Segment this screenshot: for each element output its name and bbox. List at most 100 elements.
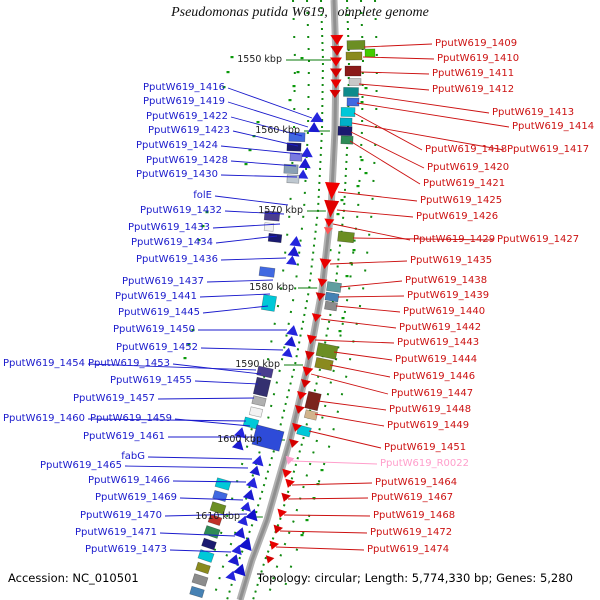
gene-label[interactable]: PputW619_1461 — [82, 431, 165, 442]
gene-label[interactable]: PputW619_1432 — [139, 205, 222, 216]
gene-arrow-reverse[interactable] — [242, 488, 257, 501]
gene-arrow-forward[interactable] — [280, 468, 292, 479]
gene-box[interactable] — [214, 477, 232, 491]
gene-label[interactable]: PputW619_1417 — [507, 144, 590, 155]
gene-arrow-reverse[interactable] — [289, 235, 302, 247]
gene-arrow-reverse[interactable] — [286, 255, 298, 266]
gene-box[interactable] — [189, 585, 205, 599]
gene-arrow-reverse[interactable] — [287, 245, 300, 257]
gene-arrow-reverse[interactable] — [245, 476, 260, 489]
gene-label[interactable]: PputW619_1465 — [39, 460, 122, 471]
gene-label[interactable]: PputW619_1411 — [432, 68, 515, 79]
gene-label[interactable]: PputW619_1474 — [367, 544, 450, 555]
gene-arrow-forward[interactable] — [267, 540, 280, 552]
gene-arrow-reverse[interactable] — [281, 347, 295, 358]
gene-arrow-forward[interactable] — [314, 292, 326, 301]
gene-box[interactable] — [201, 537, 217, 551]
gene-box[interactable] — [197, 549, 215, 563]
gene-label[interactable]: PputW619_1460 — [2, 413, 85, 424]
gene-box[interactable] — [337, 125, 353, 137]
gene-arrow-forward[interactable] — [330, 34, 344, 45]
gene-box[interactable] — [340, 135, 354, 145]
gene-arrow-forward[interactable] — [329, 89, 341, 98]
gene-arrow-forward[interactable] — [318, 258, 332, 269]
gene-label[interactable]: PputW619_1446 — [393, 371, 476, 382]
gene-label[interactable]: PputW619_1445 — [117, 307, 200, 318]
gene-label[interactable]: PputW619_1437 — [121, 276, 204, 287]
gene-label[interactable]: PputW619_1455 — [109, 375, 192, 386]
gene-box[interactable] — [288, 131, 306, 143]
gene-box[interactable] — [191, 573, 209, 587]
gene-box[interactable] — [256, 365, 274, 379]
gene-label[interactable]: PputW619_1427 — [497, 234, 580, 245]
gene-label[interactable]: PputW619_1420 — [427, 162, 510, 173]
gene-arrow-forward[interactable] — [324, 182, 341, 200]
gene-label[interactable]: PputW619_1426 — [416, 211, 499, 222]
gene-box[interactable] — [286, 142, 302, 152]
gene-box[interactable] — [261, 294, 277, 312]
gene-box[interactable] — [345, 51, 363, 61]
gene-label[interactable]: PputW619_1448 — [389, 404, 472, 415]
gene-label[interactable]: PputW619_1464 — [375, 477, 458, 488]
gene-arrow-forward[interactable] — [316, 278, 328, 287]
gene-box[interactable] — [343, 87, 359, 97]
gene-label[interactable]: PputW619_1443 — [397, 337, 480, 348]
gene-box[interactable] — [348, 78, 362, 86]
gene-box[interactable] — [209, 501, 227, 515]
gene-label[interactable]: PputW619_1470 — [79, 510, 162, 521]
gene-arrow-forward[interactable] — [275, 508, 287, 520]
gene-box[interactable] — [248, 406, 264, 418]
gene-arrow-reverse[interactable] — [300, 147, 313, 158]
gene-label[interactable]: PputW619_1453 — [87, 358, 170, 369]
gene-arrow-reverse[interactable] — [240, 500, 253, 512]
gene-label[interactable]: PputW619_1459 — [89, 413, 172, 424]
gene-arrow-forward[interactable] — [301, 366, 314, 377]
gene-arrow-reverse[interactable] — [310, 112, 324, 123]
gene-arrow-reverse[interactable] — [298, 158, 311, 169]
gene-arrow-reverse[interactable] — [237, 514, 250, 526]
gene-label[interactable]: PputW619_1436 — [135, 254, 218, 265]
gene-arrow-reverse[interactable] — [245, 507, 261, 522]
gene-arrow-forward[interactable] — [290, 422, 302, 433]
gene-label[interactable]: PputW619_1433 — [127, 222, 210, 233]
gene-arrow-forward[interactable] — [284, 455, 295, 466]
gene-arrow-reverse[interactable] — [233, 562, 249, 577]
gene-arrow-reverse[interactable] — [238, 535, 255, 551]
gene-arrow-forward[interactable] — [293, 404, 305, 415]
gene-label[interactable]: PputW619_1450 — [112, 324, 195, 335]
gene-label[interactable]: PputW619_1438 — [405, 275, 488, 286]
gene-arrow-reverse[interactable] — [249, 464, 262, 476]
gene-label[interactable]: PputW619_1428 — [145, 155, 228, 166]
gene-box[interactable] — [344, 65, 362, 77]
gene-label[interactable]: fabG — [121, 451, 145, 462]
gene-label[interactable]: PputW619_1473 — [84, 544, 167, 555]
gene-label[interactable]: PputW619_1419 — [142, 96, 225, 107]
gene-arrow-reverse[interactable] — [225, 569, 238, 581]
gene-label[interactable]: PputW619_1468 — [373, 510, 456, 521]
gene-arrow-forward[interactable] — [305, 334, 317, 346]
gene-box[interactable] — [324, 291, 340, 303]
gene-arrow-forward[interactable] — [329, 57, 342, 67]
gene-box[interactable] — [296, 424, 312, 438]
gene-label[interactable]: PputW619_1444 — [395, 354, 478, 365]
gene-arrow-reverse[interactable] — [233, 525, 249, 539]
gene-arrow-reverse[interactable] — [231, 543, 244, 556]
gene-box[interactable] — [195, 561, 211, 575]
gene-box[interactable] — [289, 152, 303, 162]
gene-arrow-forward[interactable] — [330, 68, 342, 78]
gene-box[interactable] — [315, 342, 339, 360]
gene-label[interactable]: PputW619_1429 — [413, 234, 496, 245]
gene-arrow-forward[interactable] — [299, 378, 311, 389]
gene-label[interactable]: PputW619_1449 — [387, 420, 470, 431]
gene-label[interactable]: PputW619_1466 — [87, 475, 170, 486]
gene-label[interactable]: PputW619_1412 — [432, 84, 515, 95]
gene-arrow-forward[interactable] — [271, 524, 284, 536]
gene-label[interactable]: PputW619_1440 — [403, 306, 486, 317]
gene-label[interactable]: folE — [193, 190, 212, 201]
gene-label[interactable]: PputW619_1414 — [512, 121, 595, 132]
gene-label[interactable]: PputW619_1439 — [407, 290, 490, 301]
gene-box[interactable] — [324, 300, 338, 312]
gene-box[interactable] — [326, 281, 342, 293]
gene-box[interactable] — [251, 424, 285, 452]
gene-label[interactable]: PputW619_1457 — [72, 393, 155, 404]
